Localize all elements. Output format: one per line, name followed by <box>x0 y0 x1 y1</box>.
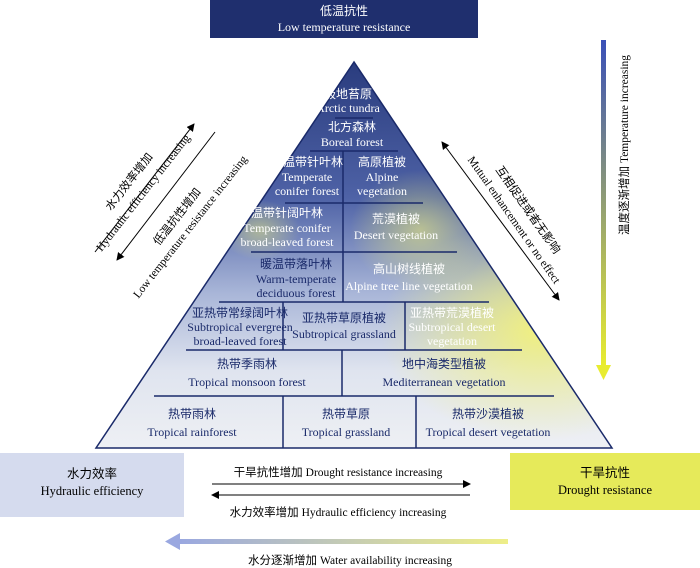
treeline-zh: 高山树线植被 <box>373 261 445 276</box>
cell-desert: 荒漠植被 Desert vegetation <box>354 211 438 242</box>
subtrop-desert-en2: vegetation <box>427 334 477 348</box>
trop-desert-en: Tropical desert vegetation <box>426 425 551 439</box>
cold-conifer-en2: conifer forest <box>275 184 340 198</box>
alpine-en2: vegetation <box>357 184 407 198</box>
temperature-label: 温度逐渐增加Temperature increasing <box>617 55 631 235</box>
trop-desert-zh: 热带沙漠植被 <box>452 406 524 421</box>
pyramid-grid <box>94 60 614 449</box>
subtrop-ever-en1: Subtropical evergreen <box>187 320 292 334</box>
temp-mixed-en1: Temperate conifer <box>243 221 330 235</box>
cell-treeline: 高山树线植被 Alpine tree line vegetation <box>345 261 473 293</box>
cell-temperate-mixed: 温带针阔叶林 Temperate conifer broad-leaved fo… <box>241 205 335 249</box>
cell-subtrop-grass: 亚热带草原植被 Subtropical grassland <box>292 310 396 341</box>
cell-arctic-tundra: 极地苔原 Arctic tundra <box>316 87 380 115</box>
rainforest-zh: 热带雨林 <box>168 407 216 421</box>
desert-en: Desert vegetation <box>354 228 438 242</box>
left-box-zh: 水力效率 <box>67 466 117 481</box>
temp-mixed-zh: 温带针阔叶林 <box>251 205 323 220</box>
boreal-en: Boreal forest <box>321 135 384 149</box>
arctic-en: Arctic tundra <box>316 101 380 115</box>
cell-tropical-grassland: 热带草原 Tropical grassland <box>302 407 391 439</box>
subtrop-grass-en: Subtropical grassland <box>292 327 396 341</box>
right-box-en: Drought resistance <box>558 483 653 497</box>
cell-mediterranean: 地中海类型植被 Mediterranean vegetation <box>383 356 506 389</box>
top-box-bg <box>210 0 478 38</box>
cold-conifer-zh: 寒温带针叶林 <box>271 154 343 169</box>
trop-grass-en: Tropical grassland <box>302 425 391 439</box>
mediterranean-zh: 地中海类型植被 <box>402 356 486 371</box>
right-box-bg <box>510 453 700 510</box>
subtrop-desert-zh: 亚热带荒漠植被 <box>410 305 494 320</box>
low-temp-arrow <box>116 131 216 261</box>
alpine-en1: Alpine <box>366 170 399 184</box>
warm-decid-en1: Warm-temperate <box>256 272 336 286</box>
warm-decid-en2: deciduous forest <box>257 286 337 300</box>
cell-boreal-forest: 北方森林 Boreal forest <box>321 119 384 149</box>
mutual-arrow <box>441 141 560 301</box>
top-box-en: Low temperature resistance <box>278 20 411 34</box>
left-box-en: Hydraulic efficiency <box>41 484 145 498</box>
top-box: 低温抗性 Low temperature resistance <box>210 0 478 38</box>
pyramid: 极地苔原 Arctic tundra 北方森林 Boreal forest 寒温… <box>94 60 614 449</box>
top-box-zh: 低温抗性 <box>320 3 368 18</box>
monsoon-zh: 热带季雨林 <box>217 357 277 371</box>
cell-monsoon: 热带季雨林 Tropical monsoon forest <box>188 357 306 389</box>
subtrop-grass-zh: 亚热带草原植被 <box>302 310 386 325</box>
water-head <box>165 533 180 550</box>
temp-mixed-en2: broad-leaved forest <box>241 235 335 249</box>
temperature-arrow: 温度逐渐增加Temperature increasing <box>596 40 631 380</box>
treeline-en: Alpine tree line vegetation <box>345 279 473 293</box>
subtrop-desert-en1: Subtropical desert <box>409 320 497 334</box>
subtrop-ever-en2: broad-leaved forest <box>194 334 288 348</box>
warm-decid-zh: 暖温带落叶林 <box>260 257 332 271</box>
desert-zh: 荒漠植被 <box>372 211 420 226</box>
right-box-zh: 干旱抗性 <box>580 465 630 480</box>
cell-alpine: 高原植被 Alpine vegetation <box>357 154 407 198</box>
rainforest-en: Tropical rainforest <box>147 425 237 439</box>
temperature-bar <box>601 40 606 365</box>
arctic-zh: 极地苔原 <box>324 87 372 101</box>
left-box: 水力效率 Hydraulic efficiency <box>0 453 184 517</box>
cell-warm-deciduous: 暖温带落叶林 Warm-temperate deciduous forest <box>256 257 336 300</box>
cell-tropical-desert: 热带沙漠植被 Tropical desert vegetation <box>426 406 551 439</box>
monsoon-en: Tropical monsoon forest <box>188 375 306 389</box>
trop-grass-zh: 热带草原 <box>322 407 370 421</box>
boreal-zh: 北方森林 <box>328 119 376 134</box>
alpine-zh: 高原植被 <box>358 154 406 169</box>
cell-cold-conifer: 寒温带针叶林 Temperate conifer forest <box>271 154 343 198</box>
cell-subtrop-evergreen: 亚热带常绿阔叶林 Subtropical evergreen broad-lea… <box>187 305 292 348</box>
cold-conifer-en1: Temperate <box>282 170 332 184</box>
mediterranean-en: Mediterranean vegetation <box>383 375 506 389</box>
subtrop-ever-zh: 亚热带常绿阔叶林 <box>192 305 288 320</box>
right-box: 干旱抗性 Drought resistance <box>510 453 700 510</box>
hydraulic-arrow <box>94 123 195 253</box>
left-box-bg <box>0 453 184 517</box>
cell-rainforest: 热带雨林 Tropical rainforest <box>147 407 237 439</box>
temperature-head <box>596 365 611 380</box>
cell-subtrop-desert: 亚热带荒漠植被 Subtropical desert vegetation <box>409 305 497 348</box>
water-bar <box>180 539 508 544</box>
